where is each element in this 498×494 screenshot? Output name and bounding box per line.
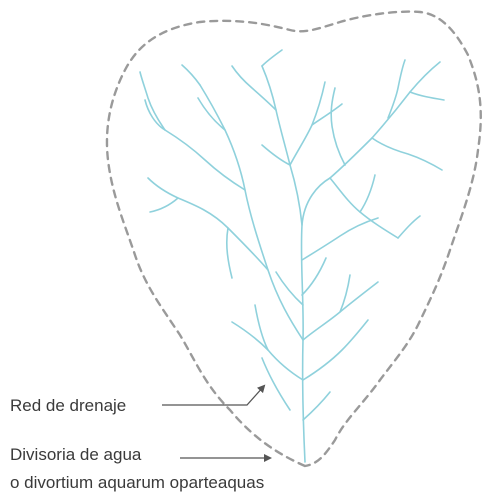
label-divide-line1: Divisoria de agua [10, 445, 142, 464]
label-drainage-network: Red de drenaje [10, 396, 126, 415]
secondary-channel [199, 84, 304, 341]
drainage-leader-line [162, 384, 266, 406]
label-divide-line2: o divortium aquarum oparteaquas [10, 473, 264, 492]
drainage-network [139, 49, 445, 463]
divide-outline [105, 10, 482, 468]
main-channel [300, 61, 441, 463]
